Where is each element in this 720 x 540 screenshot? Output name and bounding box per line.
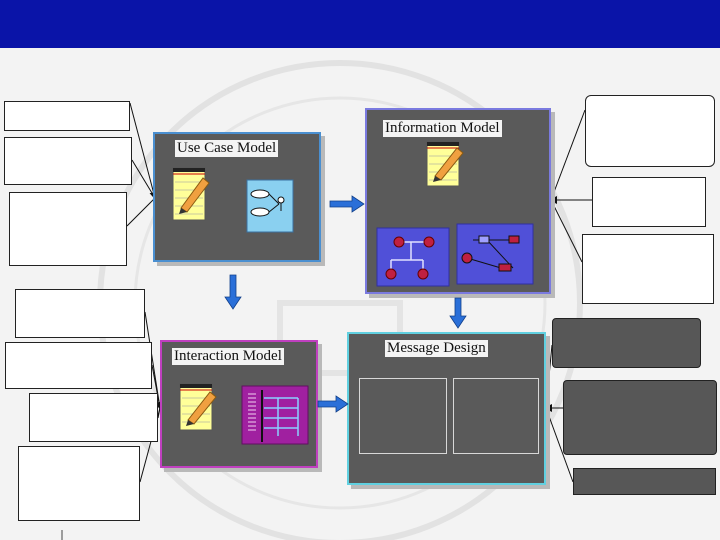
note-box [29,393,158,442]
information-model-panel: Information Model [365,108,551,294]
use-case-model-panel: Use Case Model [153,132,321,262]
notepad-pencil-icon [426,141,464,187]
interaction-model-title: Interaction Model [172,348,284,365]
message-design-box-right [453,378,539,454]
flow-arrow-right [317,395,349,413]
flow-arrow-right [329,195,365,213]
interaction-model-panel: Interaction Model [160,340,318,468]
note-box [18,446,140,521]
note-box [585,95,715,167]
note-box [9,192,127,266]
flow-arrow-down [224,274,242,310]
note-box-dark [573,468,716,495]
notepad-pencil-icon [179,383,217,431]
class-diagram-icon [376,227,450,287]
note-box-dark [563,380,717,455]
note-box [582,234,714,304]
notepad-pencil-icon [172,167,210,221]
note-box [5,342,152,389]
note-box [4,137,132,185]
sequence-diagram-icon [241,385,309,445]
message-design-title: Message Design [385,340,488,357]
flow-arrow-down [449,297,467,329]
note-box [4,101,130,131]
message-design-box-left [359,378,447,454]
note-box-dark [552,318,701,368]
note-box [592,177,706,227]
title-bar [0,0,720,48]
object-diagram-icon [456,223,534,285]
note-box [15,289,145,338]
message-design-panel: Message Design [347,332,546,485]
use-case-diagram-icon [246,179,294,233]
use-case-model-title: Use Case Model [175,140,279,157]
information-model-title: Information Model [383,120,502,137]
